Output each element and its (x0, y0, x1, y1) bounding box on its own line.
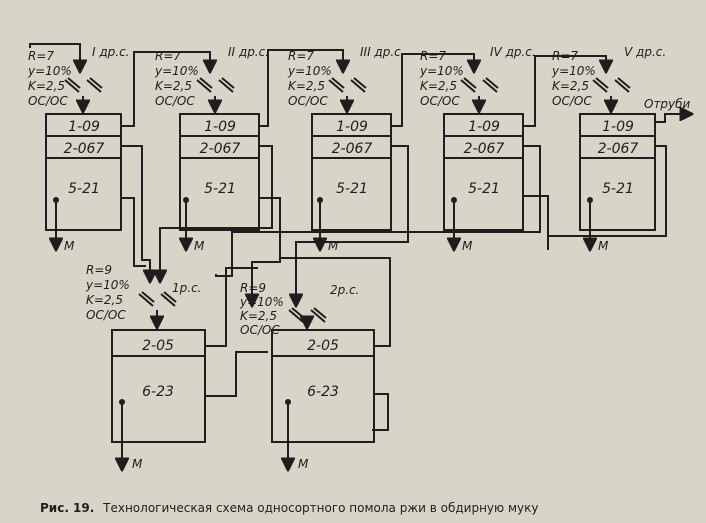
param-ratio: K=2,5 (288, 79, 325, 93)
sifter-IV (443, 113, 524, 231)
system-name-2rs: 2р.с. (330, 283, 359, 297)
sifter-V (579, 113, 656, 231)
param-orient: ОС/ОС (86, 308, 126, 322)
sieve-upper: 1-09 (336, 119, 368, 135)
sieve-middle: 2-067 (598, 141, 639, 157)
param-rifle: R=7 (28, 49, 54, 63)
sieve-lower: 6-23 (142, 384, 174, 400)
figure-caption: Рис. 19. Технологическая схема односортн… (40, 501, 538, 515)
param-orient: ОС/ОС (155, 94, 195, 108)
roller-pair-II (196, 77, 235, 93)
roller-pair-2rs (288, 307, 327, 323)
sieve-lower: 5-21 (68, 181, 100, 197)
params-2rs: R=9 y=10% K=2,5 ОС/ОС (239, 281, 284, 337)
system-name-IV: IV др.с. (490, 45, 536, 59)
sieve-upper: 2-05 (142, 338, 174, 354)
system-name-I: I др.с. (92, 45, 130, 59)
sieve-upper: 1-09 (68, 119, 100, 135)
sifter-1rs (111, 329, 206, 443)
param-orient: ОС/ОС (240, 323, 280, 337)
param-rifle: R=9 (86, 263, 112, 277)
roller-pair-1rs (138, 291, 177, 307)
sieves-V: 1-09 2-067 5-21 (598, 119, 639, 197)
param-orient: ОС/ОС (28, 94, 68, 108)
param-ratio: K=2,5 (552, 79, 589, 93)
product-label: М (64, 239, 75, 253)
sifter-I (45, 113, 122, 231)
param-orient: ОС/ОС (420, 94, 460, 108)
param-orient: ОС/ОС (552, 94, 592, 108)
param-slope: y=10% (27, 64, 72, 78)
sifter-III (311, 113, 392, 231)
params-III: R=7 y=10% K=2,5 ОС/ОС (287, 49, 332, 108)
sieve-upper: 1-09 (204, 119, 236, 135)
params-V: R=7 y=10% K=2,5 ОС/ОС (551, 49, 596, 108)
product-label: М (132, 457, 143, 471)
sieves-I: 1-09 2-067 5-21 (64, 119, 105, 197)
roller-pair-V (592, 77, 631, 93)
system-name-1rs: 1р.с. (172, 281, 201, 295)
sieves-III: 1-09 2-067 5-21 (332, 119, 373, 197)
param-slope: y=10% (239, 295, 284, 309)
sieve-lower: 5-21 (602, 181, 634, 197)
sieve-lower: 5-21 (468, 181, 500, 197)
sieve-middle: 2-067 (464, 141, 505, 157)
sieve-upper: 1-09 (602, 119, 634, 135)
param-slope: y=10% (154, 64, 199, 78)
sieve-middle: 2-067 (64, 141, 105, 157)
flour-outlets (56, 200, 590, 470)
product-label: М (598, 239, 609, 253)
params-II: R=7 y=10% K=2,5 ОС/ОС (154, 49, 199, 108)
param-slope: y=10% (85, 278, 130, 292)
product-label: М (462, 239, 473, 253)
product-label: М (194, 239, 205, 253)
roller-to-sifter (83, 96, 611, 328)
sieve-upper: 2-05 (307, 338, 339, 354)
product-labels: М М М М М М М Отруби (64, 97, 691, 471)
product-label: М (328, 239, 339, 253)
param-rifle: R=9 (240, 281, 266, 295)
sieve-lower: 6-23 (307, 384, 339, 400)
params-1rs: R=9 y=10% K=2,5 ОС/ОС (85, 263, 130, 322)
flow-lines (29, 43, 692, 431)
system-name-III: III др.с. (360, 45, 405, 59)
sieves-II: 1-09 2-067 5-21 (200, 119, 241, 197)
sieves-1rs: 2-05 6-23 (142, 338, 174, 400)
roller-pair-I (64, 77, 103, 93)
sifter-II (179, 113, 260, 231)
sieves-2rs: 2-05 6-23 (307, 338, 339, 400)
sieve-middle: 2-067 (200, 141, 241, 157)
param-rifle: R=7 (552, 49, 578, 63)
param-rifle: R=7 (155, 49, 181, 63)
roller-pair-III (328, 77, 367, 93)
figure-title: Технологическая схема односортного помол… (102, 501, 538, 515)
roller-pairs (64, 77, 631, 323)
system-name-V: V др.с. (624, 45, 666, 59)
params-I: R=7 y=10% K=2,5 ОС/ОС (27, 49, 72, 108)
sieve-middle: 2-067 (332, 141, 373, 157)
sifter-2rs (271, 329, 375, 443)
param-slope: y=10% (419, 64, 464, 78)
sieves-IV: 1-09 2-067 5-21 (464, 119, 505, 197)
roller-pair-IV (460, 77, 499, 93)
sieve-lower: 5-21 (204, 181, 236, 197)
sieve-upper: 1-09 (468, 119, 500, 135)
param-orient: ОС/ОС (288, 94, 328, 108)
param-ratio: K=2,5 (155, 79, 192, 93)
param-ratio: K=2,5 (240, 309, 277, 323)
param-ratio: K=2,5 (420, 79, 457, 93)
sieve-lower: 5-21 (336, 181, 368, 197)
param-ratio: K=2,5 (86, 293, 123, 307)
param-rifle: R=7 (288, 49, 314, 63)
params-IV: R=7 y=10% K=2,5 ОС/ОС (419, 49, 464, 108)
figure-number: Рис. 19. (40, 501, 94, 515)
product-label: М (298, 457, 309, 471)
param-slope: y=10% (287, 64, 332, 78)
system-name-II: II др.с. (228, 45, 269, 59)
param-ratio: K=2,5 (28, 79, 65, 93)
param-rifle: R=7 (420, 49, 446, 63)
bran-outlet-label: Отруби (644, 97, 691, 111)
param-slope: y=10% (551, 64, 596, 78)
